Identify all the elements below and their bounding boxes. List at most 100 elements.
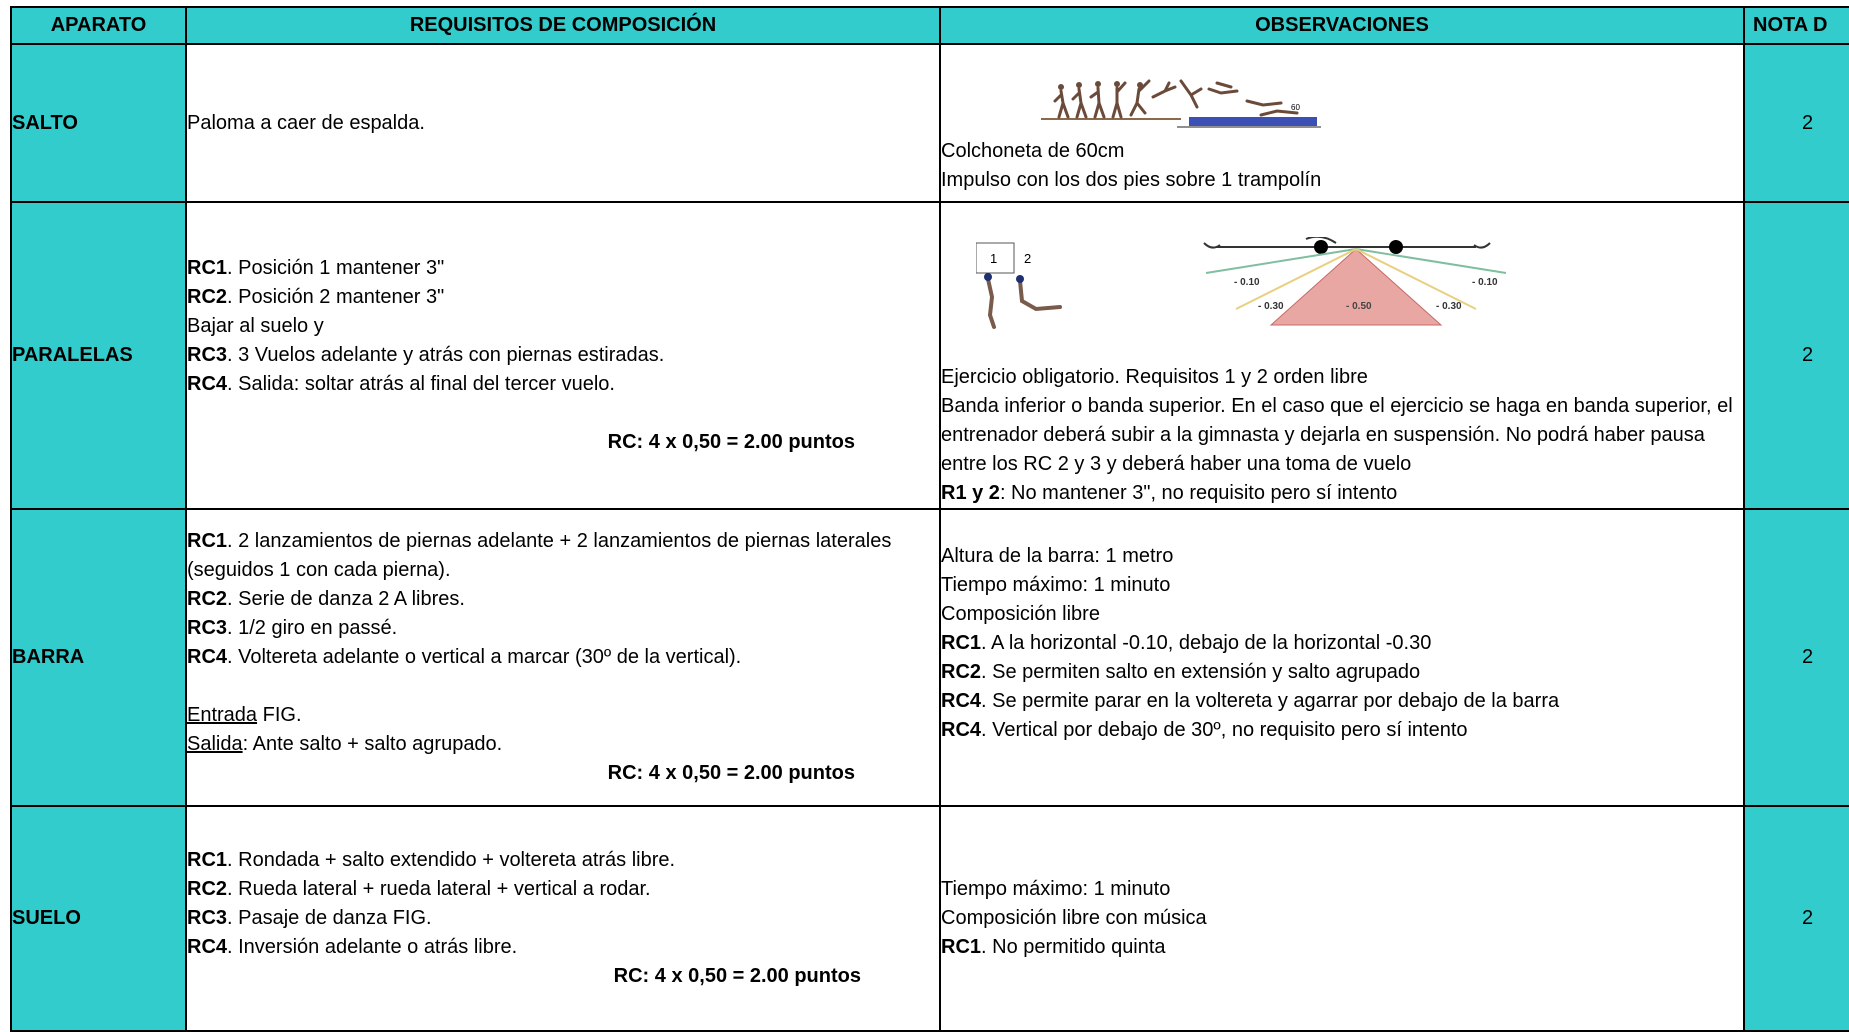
row-salto: SALTO Paloma a caer de espalda. (10, 43, 1849, 203)
rc-code: RC1 (187, 530, 228, 552)
obs-paralelas-line-1: Ejercicio obligatorio. Requisitos 1 y 2 … (941, 366, 1368, 388)
nota-suelo: 2 (1743, 805, 1849, 1032)
salida-line: Salida: Ante salto + salto agrupado. (187, 730, 939, 759)
row-barra: BARRA RC1. 2 lanzamientos de piernas ade… (10, 508, 1849, 807)
vault-sequence-image: 60 (1041, 79, 1321, 128)
header-row: APARATO REQUISITOS DE COMPOSICIÓN OBSERV… (10, 6, 1849, 45)
req-salto-text: Paloma a caer de espalda. (187, 111, 425, 134)
spacer (187, 399, 939, 428)
obs-code: RC1 (941, 631, 982, 654)
req-item: RC1. 2 lanzamientos de piernas adelante … (187, 527, 939, 585)
rc-text: . Rueda lateral + rueda lateral + vertic… (227, 878, 651, 900)
rc-text: . Posición 2 mantener 3" (227, 286, 445, 308)
apparatus-suelo: SUELO (10, 805, 187, 1032)
header-requisitos: REQUISITOS DE COMPOSICIÓN (185, 6, 941, 45)
req-item: RC3. 3 Vuelos adelante y atrás con piern… (187, 341, 939, 370)
rc-code: RC3 (187, 344, 228, 366)
obs-salto-lines: Colchoneta de 60cm Impulso con los dos p… (941, 137, 1743, 195)
deduction-010-left: - 0.10 (1234, 277, 1260, 288)
req-item: RC3. 1/2 giro en passé. (187, 614, 939, 643)
spacer (187, 672, 939, 701)
obs-paralelas-line-2: Banda inferior o banda superior. En el c… (941, 395, 1733, 475)
entrada-label: Entrada (187, 704, 258, 726)
entrada-line: Entrada FIG. (187, 701, 939, 730)
req-item: RC2. Rueda lateral + rueda lateral + ver… (187, 875, 939, 904)
req-item: RC2. Serie de danza 2 A libres. (187, 585, 939, 614)
req-suelo: RC1. Rondada + salto extendido + voltere… (185, 805, 941, 1032)
rc-text: Bajar al suelo y (187, 315, 324, 337)
obs-code: RC2 (941, 660, 982, 683)
uneven-bars-image: 1 2 - 0.10 - 0.10 (976, 237, 1507, 329)
spacer (941, 745, 1743, 774)
entrada-text: FIG. (257, 704, 302, 726)
header-aparato: APARATO (10, 6, 187, 45)
rc-text: . Inversión adelante o atrás libre. (227, 936, 518, 958)
obs-text: . Se permite parar en la voltereta y aga… (981, 689, 1560, 712)
obs-paralelas: 1 2 - 0.10 - 0.10 (939, 201, 1745, 510)
rc-total: RC: 4 x 0,50 = 2.00 puntos (613, 965, 861, 987)
deduction-030-right: - 0.30 (1436, 301, 1462, 312)
row-paralelas: PARALELAS RC1. Posición 1 mantener 3" RC… (10, 201, 1849, 510)
obs-text: . Vertical por debajo de 30º, no requisi… (981, 718, 1468, 741)
obs-line: Composición libre (941, 602, 1100, 625)
deduction-050: - 0.50 (1346, 301, 1372, 312)
req-item: RC2. Posición 2 mantener 3" (187, 283, 939, 312)
rc-code: RC1 (187, 849, 228, 871)
rc-code: RC4 (187, 373, 228, 395)
obs-salto-line-1: Colchoneta de 60cm (941, 140, 1125, 162)
rc-text: . 2 lanzamientos de piernas adelante + 2… (187, 530, 892, 581)
nota-salto: 2 (1743, 43, 1849, 203)
nota-paralelas: 2 (1743, 201, 1849, 510)
salida-label: Salida (187, 733, 243, 755)
req-item: RC4. Inversión adelante o atrás libre. (187, 933, 939, 962)
composition-table: APARATO REQUISITOS DE COMPOSICIÓN OBSERV… (10, 6, 1849, 1032)
obs-text: . No permitido quinta (981, 936, 1166, 958)
req-salto: Paloma a caer de espalda. (185, 43, 941, 203)
req-item: RC1. Posición 1 mantener 3" (187, 254, 939, 283)
obs-item: RC2. Se permiten salto en extensión y sa… (941, 658, 1743, 687)
req-item: RC4. Salida: soltar atrás al final del t… (187, 370, 939, 399)
apparatus-barra: BARRA (10, 508, 187, 807)
rc-text: . Posición 1 mantener 3" (227, 257, 445, 279)
obs-code: R1 y 2 (941, 482, 1000, 504)
rc-text: . Serie de danza 2 A libres. (227, 588, 465, 610)
req-paralelas: RC1. Posición 1 mantener 3" RC2. Posició… (185, 201, 941, 510)
rc-text: . Rondada + salto extendido + voltereta … (227, 849, 676, 871)
req-barra: RC1. 2 lanzamientos de piernas adelante … (185, 508, 941, 807)
obs-line: Tiempo máximo: 1 minuto (941, 573, 1171, 596)
obs-item: RC1. A la horizontal -0.10, debajo de la… (941, 629, 1743, 658)
header-nota: NOTA D (1743, 6, 1849, 45)
salida-text: : Ante salto + salto agrupado. (242, 733, 503, 755)
rc-total: RC: 4 x 0,50 = 2.00 puntos (607, 431, 855, 453)
rc-text: . 1/2 giro en passé. (227, 617, 398, 639)
rc-code: RC2 (187, 588, 228, 610)
rc-text: . Salida: soltar atrás al final del terc… (227, 373, 615, 395)
req-item: Bajar al suelo y (187, 312, 939, 341)
mat-height-label: 60 (1291, 103, 1300, 112)
obs-line: Altura de la barra: 1 metro (941, 544, 1174, 567)
obs-item: RC4. Vertical por debajo de 30º, no requ… (941, 716, 1743, 745)
nota-barra: 2 (1743, 508, 1849, 807)
rc-code: RC3 (187, 907, 228, 929)
obs-salto-line-2: Impulso con los dos pies sobre 1 trampol… (941, 169, 1322, 191)
rc-text: . Voltereta adelante o vertical a marcar… (227, 646, 742, 668)
rc-code: RC2 (187, 878, 228, 900)
obs-item: RC4. Se permite parar en la voltereta y … (941, 687, 1743, 716)
obs-item: RC1. No permitido quinta (941, 933, 1743, 962)
obs-line: Composición libre con música (941, 907, 1207, 929)
apparatus-salto: SALTO (10, 43, 187, 203)
rc-text: . 3 Vuelos adelante y atrás con piernas … (227, 344, 665, 366)
obs-barra: Altura de la barra: 1 metro Tiempo máxim… (939, 508, 1745, 807)
req-item: RC1. Rondada + salto extendido + voltere… (187, 846, 939, 875)
obs-code: RC4 (941, 689, 982, 712)
rc-total: RC: 4 x 0,50 = 2.00 puntos (607, 762, 855, 784)
req-item: RC3. Pasaje de danza FIG. (187, 904, 939, 933)
rc-code: RC3 (187, 617, 228, 639)
obs-code: RC4 (941, 718, 982, 741)
rc-code: RC4 (187, 936, 228, 958)
obs-salto: 60 Colchoneta de 60cm Impulso con los do… (939, 43, 1745, 203)
deduction-030-left: - 0.30 (1258, 301, 1284, 312)
rc-code: RC2 (187, 286, 228, 308)
header-observaciones: OBSERVACIONES (939, 6, 1745, 45)
obs-text: . A la horizontal -0.10, debajo de la ho… (981, 631, 1432, 654)
